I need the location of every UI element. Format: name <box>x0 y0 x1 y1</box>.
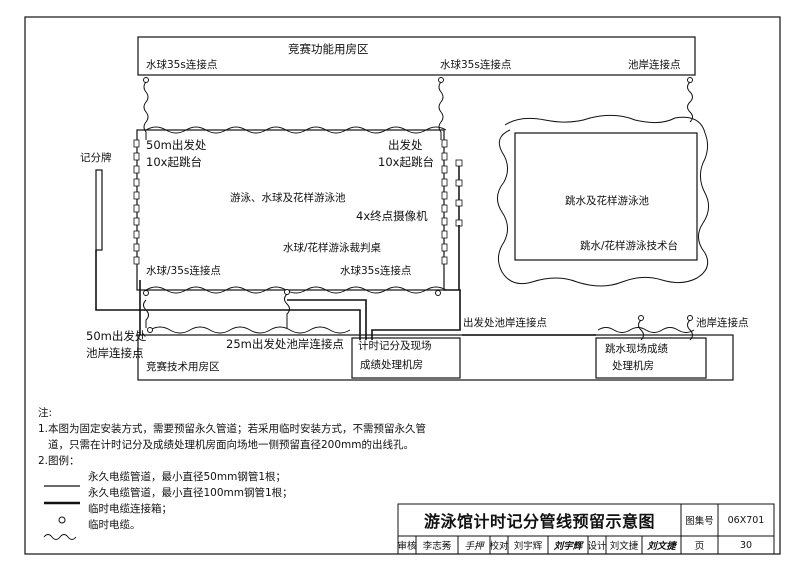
note-2: 2.图例： <box>38 455 80 467</box>
connection-box-icon <box>143 290 149 296</box>
drawing-title: 游泳馆计时记分管线预留示意图 <box>423 512 655 531</box>
legend-50mm: 永久电缆管道，最小直径50mm钢管1根； <box>88 471 286 483</box>
cameras-label: 4x终点摄像机 <box>356 209 428 223</box>
tech-rooms-label: 竞赛技术用房区 <box>146 361 220 373</box>
atlas-number: 06X701 <box>727 514 765 526</box>
temporary-cable <box>149 326 351 334</box>
connection-box-icon <box>438 77 444 83</box>
temporary-cable <box>687 81 693 123</box>
connection-box-icon <box>147 327 153 333</box>
timing-room-label-1: 计时记分及现场 <box>358 340 432 352</box>
start-50m-deck-label-1: 50m出发处 <box>86 329 147 343</box>
starting-blocks-left <box>133 139 140 265</box>
blocks-right-label: 10x起跳台 <box>378 155 434 169</box>
note-1b: 道，只需在计时记分及成绩处理机房面向场地一侧预留直径200mm的出线孔。 <box>48 439 414 451</box>
atlas-label: 图集号 <box>685 516 714 527</box>
temporary-cable <box>497 114 709 287</box>
page-number: 30 <box>739 539 753 551</box>
notes-section: 注: 1.本图为固定安装方式，需要预留永久管道；若采用临时安装方式，不需预留永久… <box>38 405 426 533</box>
legend-100mm: 永久电缆管道，最小直径100mm钢管1根； <box>88 487 293 499</box>
start-25m-label: 25m出发处池岸连接点 <box>226 337 344 351</box>
main-pool-label: 游泳、水球及花样游泳池 <box>230 192 346 204</box>
reviewer-name: 李志莠 <box>422 541 452 552</box>
wp-35-left-bottom-label: 水球/35s连接点 <box>146 265 221 277</box>
diving-table-label: 跳水/花样游泳技术台 <box>580 240 679 252</box>
temporary-cable <box>143 81 149 140</box>
competition-rooms-label: 竞赛功能用房区 <box>288 42 369 56</box>
design-label: 设计 <box>587 541 607 552</box>
designer-name: 刘文捷 <box>609 541 639 552</box>
checker-name: 刘宇辉 <box>513 541 543 552</box>
diving-room-label-2: 处理机房 <box>612 360 654 372</box>
temporary-cable <box>143 299 149 328</box>
title-block: 游泳馆计时记分管线预留示意图 图集号 06X701 审核 李志莠 手押 校对 刘… <box>398 504 774 554</box>
notes-title: 注: <box>38 407 53 419</box>
check-label: 校对 <box>489 541 509 552</box>
temporary-cable <box>687 319 693 341</box>
reviewer-signature: 手押 <box>464 541 484 552</box>
note-1a: 1.本图为固定安装方式，需要预留永久管道；若采用临时安装方式，不需预留永久管 <box>38 423 427 435</box>
page-label: 页 <box>694 541 705 552</box>
connection-box-icon <box>638 315 644 321</box>
temporary-cable <box>597 327 695 333</box>
diving-room-label-1: 跳水现场成绩 <box>605 343 668 355</box>
finish-cameras <box>455 159 463 227</box>
diving-pool-label: 跳水及花样游泳池 <box>565 195 649 207</box>
connection-box-icon <box>687 315 693 321</box>
temporary-cable <box>438 81 444 140</box>
temporary-cable <box>638 319 644 341</box>
deck-point-top-label: 池岸连接点 <box>628 59 681 71</box>
temporary-cable <box>145 286 447 294</box>
diving-room <box>595 337 707 379</box>
checker-signature: 刘宇辉 <box>553 541 583 552</box>
connection-box-icon <box>143 77 149 83</box>
designer-signature: 刘文捷 <box>647 541 676 552</box>
judge-table-label: 水球/花样游泳裁判桌 <box>283 242 382 254</box>
deck-point-right-label: 池岸连接点 <box>696 317 749 329</box>
permanent-conduit-50mm <box>287 299 367 340</box>
title-block-grid <box>397 503 775 555</box>
temporary-cable <box>284 293 290 328</box>
score-board <box>95 169 103 251</box>
legend-temporary-cable: 临时电缆。 <box>88 519 141 531</box>
wp-35s-right-label: 水球35s连接点 <box>440 59 512 71</box>
score-board-label: 记分牌 <box>80 152 112 164</box>
legend-connection-box-icon <box>58 516 66 524</box>
permanent-conduit-50mm <box>95 250 141 335</box>
connection-box-icon <box>435 290 441 296</box>
technical-rooms-box <box>137 334 734 381</box>
blocks-left-label: 10x起跳台 <box>146 155 202 169</box>
timing-room-label-2: 成绩处理机房 <box>360 359 423 371</box>
permanent-conduit-50mm <box>139 280 361 340</box>
review-label: 审核 <box>397 541 417 552</box>
start-deck-point-label: 出发处池岸连接点 <box>463 317 547 329</box>
start-50m-label: 50m出发处 <box>146 138 207 152</box>
connection-box-icon <box>687 77 693 83</box>
legend-connection-box: 临时电缆连接箱； <box>88 503 172 515</box>
start-right-label: 出发处 <box>388 138 423 152</box>
permanent-conduit-100mm <box>371 289 461 340</box>
competition-rooms-box <box>137 36 696 76</box>
wp-35s-left-label: 水球35s连接点 <box>146 59 218 71</box>
temporary-cable <box>145 126 447 134</box>
start-50m-deck-label-2: 池岸连接点 <box>86 346 144 360</box>
connection-box-icon <box>284 289 290 295</box>
legend-temporary-cable <box>43 534 77 540</box>
starting-blocks-right <box>441 139 448 265</box>
timing-room <box>351 337 461 379</box>
wp-35s-bottom-right-label: 水球35s连接点 <box>340 265 412 277</box>
diving-pool <box>514 132 698 261</box>
